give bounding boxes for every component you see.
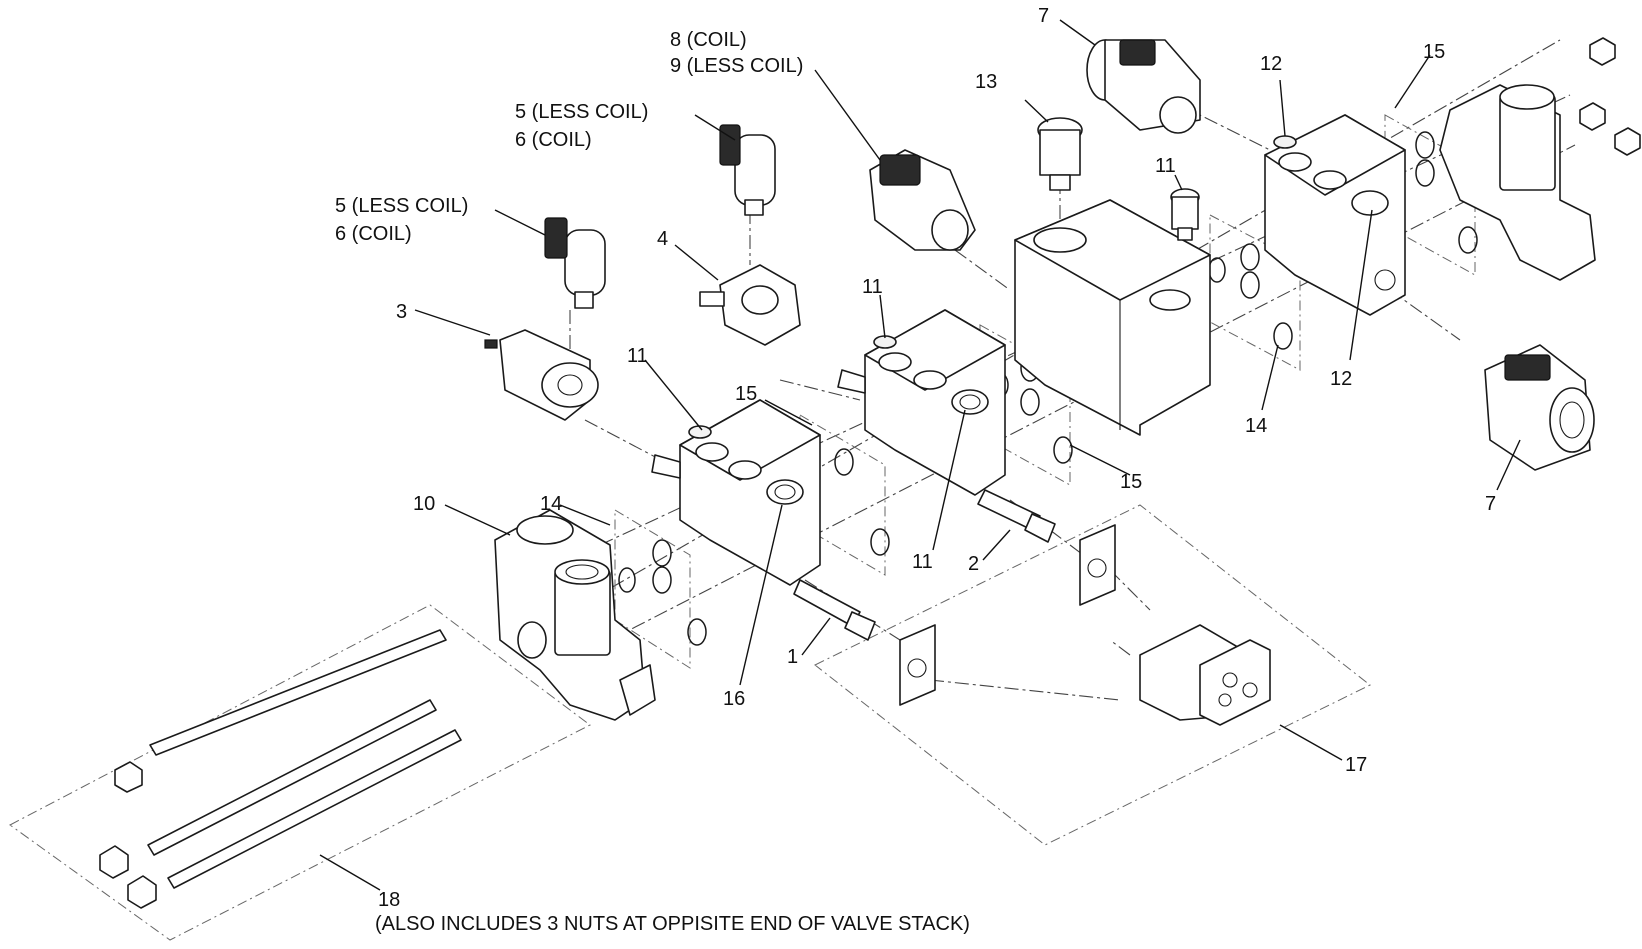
- end-nut-1: [1589, 37, 1616, 66]
- inlet-section-10: [494, 509, 656, 721]
- callout-7-bottom: 7: [1485, 493, 1496, 515]
- tie-rods: [99, 629, 462, 909]
- spacer-plate-right: [1079, 524, 1116, 606]
- solenoid-3: [484, 329, 599, 421]
- callout-8-line1: 8 (COIL): [670, 29, 747, 51]
- outlet-end-section: [1439, 37, 1641, 281]
- end-nut-2: [1579, 102, 1606, 131]
- callout-15-mid: 15: [1120, 471, 1142, 493]
- hex-nut-3: [127, 875, 157, 909]
- callout-5-left-line1: 5 (LESS COIL): [335, 195, 468, 217]
- callout-18-line2: (ALSO INCLUDES 3 NUTS AT OPPISITE END OF…: [375, 913, 970, 935]
- callout-4: 4: [657, 228, 668, 250]
- callout-7-top: 7: [1038, 5, 1049, 27]
- work-section-right: [1264, 114, 1406, 316]
- callout-10: 10: [413, 493, 435, 515]
- leader-lines: [319, 19, 1521, 891]
- callout-5-mid-line1: 5 (LESS COIL): [515, 101, 648, 123]
- callout-5-mid-line2: 6 (COIL): [515, 129, 592, 151]
- callout-2: 2: [968, 553, 979, 575]
- solenoid-7-bottom: [1484, 344, 1595, 471]
- callout-16: 16: [723, 688, 745, 710]
- valve-4: [699, 264, 801, 346]
- callout-1: 1: [787, 646, 798, 668]
- solenoid-coil-5-6-mid: [719, 124, 776, 216]
- callout-labels: 1 2 3 4 5 (LESS COIL) 6 (COIL) 5 (LESS C…: [335, 5, 1496, 935]
- solenoid-7-top: [1086, 39, 1201, 134]
- callout-15-right: 15: [1423, 41, 1445, 63]
- end-nut-3: [1614, 127, 1641, 156]
- callout-12-bottom: 12: [1330, 368, 1352, 390]
- spool-handle-1: [844, 611, 876, 641]
- callout-5-left-line2: 6 (COIL): [335, 223, 412, 245]
- solenoid-valve-8-9: [869, 149, 976, 251]
- callout-11-right: 11: [1155, 155, 1176, 177]
- callout-3: 3: [396, 301, 407, 323]
- callout-17: 17: [1345, 754, 1367, 776]
- solenoid-coil-5-6-left: [544, 217, 606, 309]
- callout-14-right: 14: [1245, 415, 1267, 437]
- callout-13: 13: [975, 71, 997, 93]
- callout-8-line2: 9 (LESS COIL): [670, 55, 803, 77]
- callout-18-line1: 18: [378, 889, 400, 911]
- mount-plate-assembly-17: [899, 524, 1271, 726]
- callout-15-left: 15: [735, 383, 757, 405]
- callout-11-left: 11: [627, 345, 648, 367]
- callout-11-low: 11: [912, 551, 933, 573]
- tie-rod-kit-outline-18: [9, 604, 591, 941]
- gasket-14-left: [614, 509, 691, 669]
- work-section-left: [651, 399, 876, 641]
- work-section-mid: [837, 309, 1056, 543]
- check-valve-11-top: [1170, 188, 1200, 241]
- mount-plate-outline-17: [814, 504, 1371, 846]
- callout-14-left: 14: [540, 493, 562, 515]
- manifold-block: [1014, 199, 1211, 436]
- relief-valve-13: [1037, 117, 1083, 191]
- callout-12-top: 12: [1260, 53, 1282, 75]
- spacer-plate-left: [899, 624, 936, 706]
- hex-nut-2: [99, 845, 129, 879]
- callout-11-mid: 11: [862, 276, 883, 298]
- hex-nut-1: [114, 761, 143, 793]
- spool-end-mid: [837, 369, 866, 394]
- spool-handle-2: [1024, 513, 1056, 543]
- spool-end-left: [651, 454, 681, 479]
